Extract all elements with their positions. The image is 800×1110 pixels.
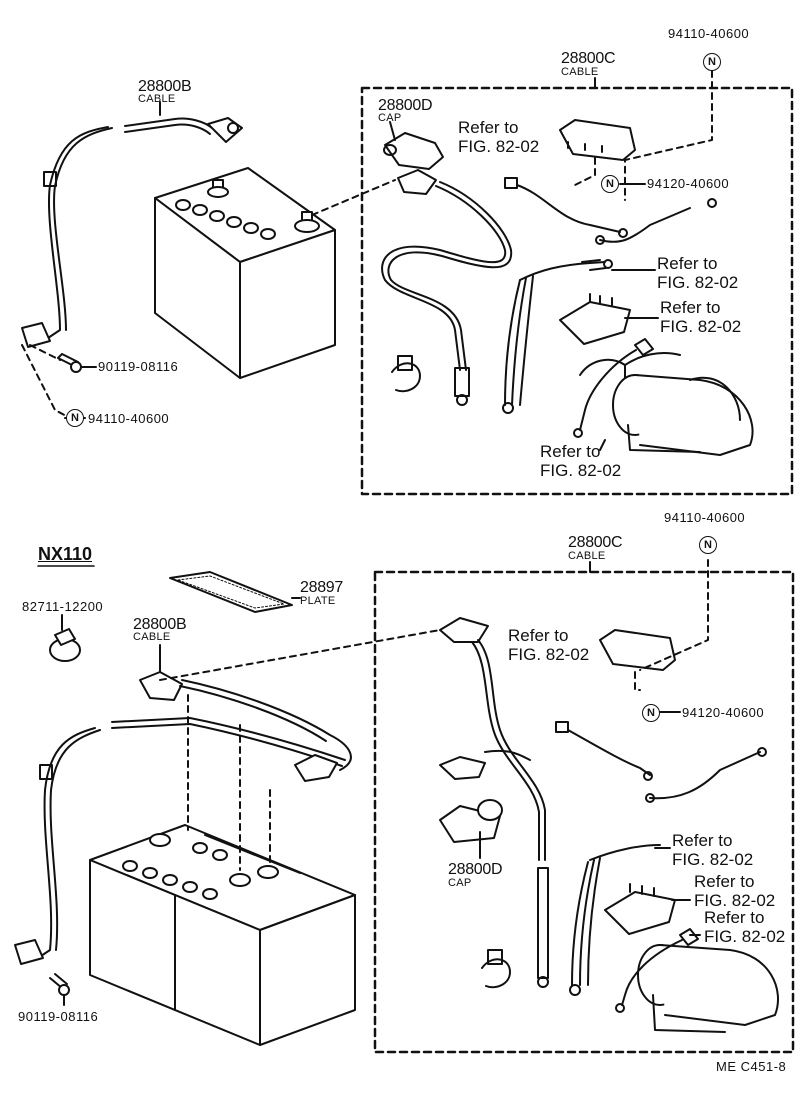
top-relay [559, 293, 631, 345]
top-ref2: Refer to FIG. 82-02 [657, 254, 738, 292]
bottom-terminal-clip [481, 958, 511, 989]
bottom-nut-top-part: 94110-40600 [664, 510, 746, 525]
bottom-cap-desc: CAP [448, 877, 472, 889]
bottom-ref4-line1: Refer to [704, 908, 765, 927]
top-nut-bottom-part: 94110-40600 [88, 411, 170, 426]
bottom-ref2: Refer to FIG. 82-02 [672, 831, 753, 869]
bottom-cover [599, 629, 676, 671]
bottom-harness-small [555, 721, 767, 803]
top-ref1: Refer to FIG. 82-02 [458, 118, 539, 156]
top-ref2-line2: FIG. 82-02 [657, 273, 739, 292]
top-cable-c-part: 28800C [561, 50, 616, 67]
bottom-n-symbol-mid: N [642, 704, 660, 722]
bottom-bolt [49, 973, 70, 996]
bottom-dashed-frame [373, 570, 795, 1054]
top-n-symbol-top: N [703, 53, 721, 71]
bottom-plate [169, 571, 293, 613]
bottom-relay [604, 883, 676, 935]
top-n-symbol-bottom: N [66, 409, 84, 427]
top-dashed-frame [360, 86, 794, 496]
bottom-ref4-line2: FIG. 82-02 [704, 927, 786, 946]
top-n-symbol-mid: N [601, 175, 619, 193]
top-cap-desc: CAP [378, 112, 402, 124]
bottom-cable-c-part: 28800C [568, 534, 623, 551]
top-main-cable [381, 169, 513, 406]
bottom-clamp [49, 628, 81, 662]
top-ref4: Refer to FIG. 82-02 [540, 442, 621, 480]
bottom-plate-part: 28897 [300, 579, 343, 596]
bottom-clamp-part: 82711-12200 [22, 599, 104, 614]
top-nut-mid-part: 94120-40600 [647, 176, 730, 191]
top-leader-cap [389, 121, 396, 141]
bottom-ref3-line2: FIG. 82-02 [694, 891, 776, 910]
bottom-ref1: Refer to FIG. 82-02 [508, 626, 589, 664]
top-ref1-line2: FIG. 82-02 [458, 137, 540, 156]
top-bolt [57, 353, 82, 373]
top-harness-three [502, 259, 613, 414]
top-cable-b-desc: CABLE [138, 93, 176, 105]
bottom-n-symbol-top: N [699, 536, 717, 554]
bottom-cable-b-part: 28800B [133, 616, 187, 633]
top-ref1-line1: Refer to [458, 118, 519, 137]
bottom-cable-b-desc: CABLE [133, 631, 171, 643]
top-cable-c-desc: CABLE [561, 66, 599, 78]
top-leader-ref4 [599, 439, 606, 451]
bottom-ref3-line1: Refer to [694, 872, 755, 891]
top-harness-small [504, 177, 717, 245]
bottom-ref1-line2: FIG. 82-02 [508, 645, 590, 664]
bottom-starter [615, 928, 779, 1033]
bottom-ref4: Refer to FIG. 82-02 [704, 908, 785, 946]
bottom-plate-desc: PLATE [300, 595, 336, 607]
bottom-bolt-part: 90119-08116 [18, 1009, 99, 1024]
bottom-ref3: Refer to FIG. 82-02 [694, 872, 775, 910]
top-ref4-line1: Refer to [540, 442, 601, 461]
bottom-main-cable [439, 617, 549, 988]
bottom-battery [89, 824, 356, 1046]
bottom-model-title: NX110 [38, 544, 93, 564]
bottom-ref2-line2: FIG. 82-02 [672, 850, 754, 869]
bottom-cap-part: 28800D [448, 861, 503, 878]
top-cover [559, 119, 636, 161]
top-nut-top-part: 94110-40600 [668, 26, 750, 41]
top-ref3-line1: Refer to [660, 298, 721, 317]
top-battery [154, 167, 336, 379]
top-cable-b [21, 117, 243, 348]
top-ref3: Refer to FIG. 82-02 [660, 298, 741, 336]
figure-code: ME C451-8 [716, 1059, 787, 1074]
top-cable-b-part: 28800B [138, 78, 192, 95]
bottom-cap [439, 799, 503, 843]
top-bolt-part: 90119-08116 [98, 359, 179, 374]
bottom-nut-mid-part: 94120-40600 [682, 705, 765, 720]
bottom-cable-c-desc: CABLE [568, 550, 606, 562]
bottom-harness-three [569, 844, 661, 996]
top-starter [573, 338, 754, 456]
bottom-cable-b [14, 671, 352, 965]
top-ref2-line1: Refer to [657, 254, 718, 273]
bottom-ref2-line1: Refer to [672, 831, 733, 850]
top-ref3-line2: FIG. 82-02 [660, 317, 742, 336]
top-cap [383, 132, 444, 170]
top-ref4-line2: FIG. 82-02 [540, 461, 622, 480]
bottom-ref1-line1: Refer to [508, 626, 569, 645]
top-cap-part: 28800D [378, 97, 433, 114]
